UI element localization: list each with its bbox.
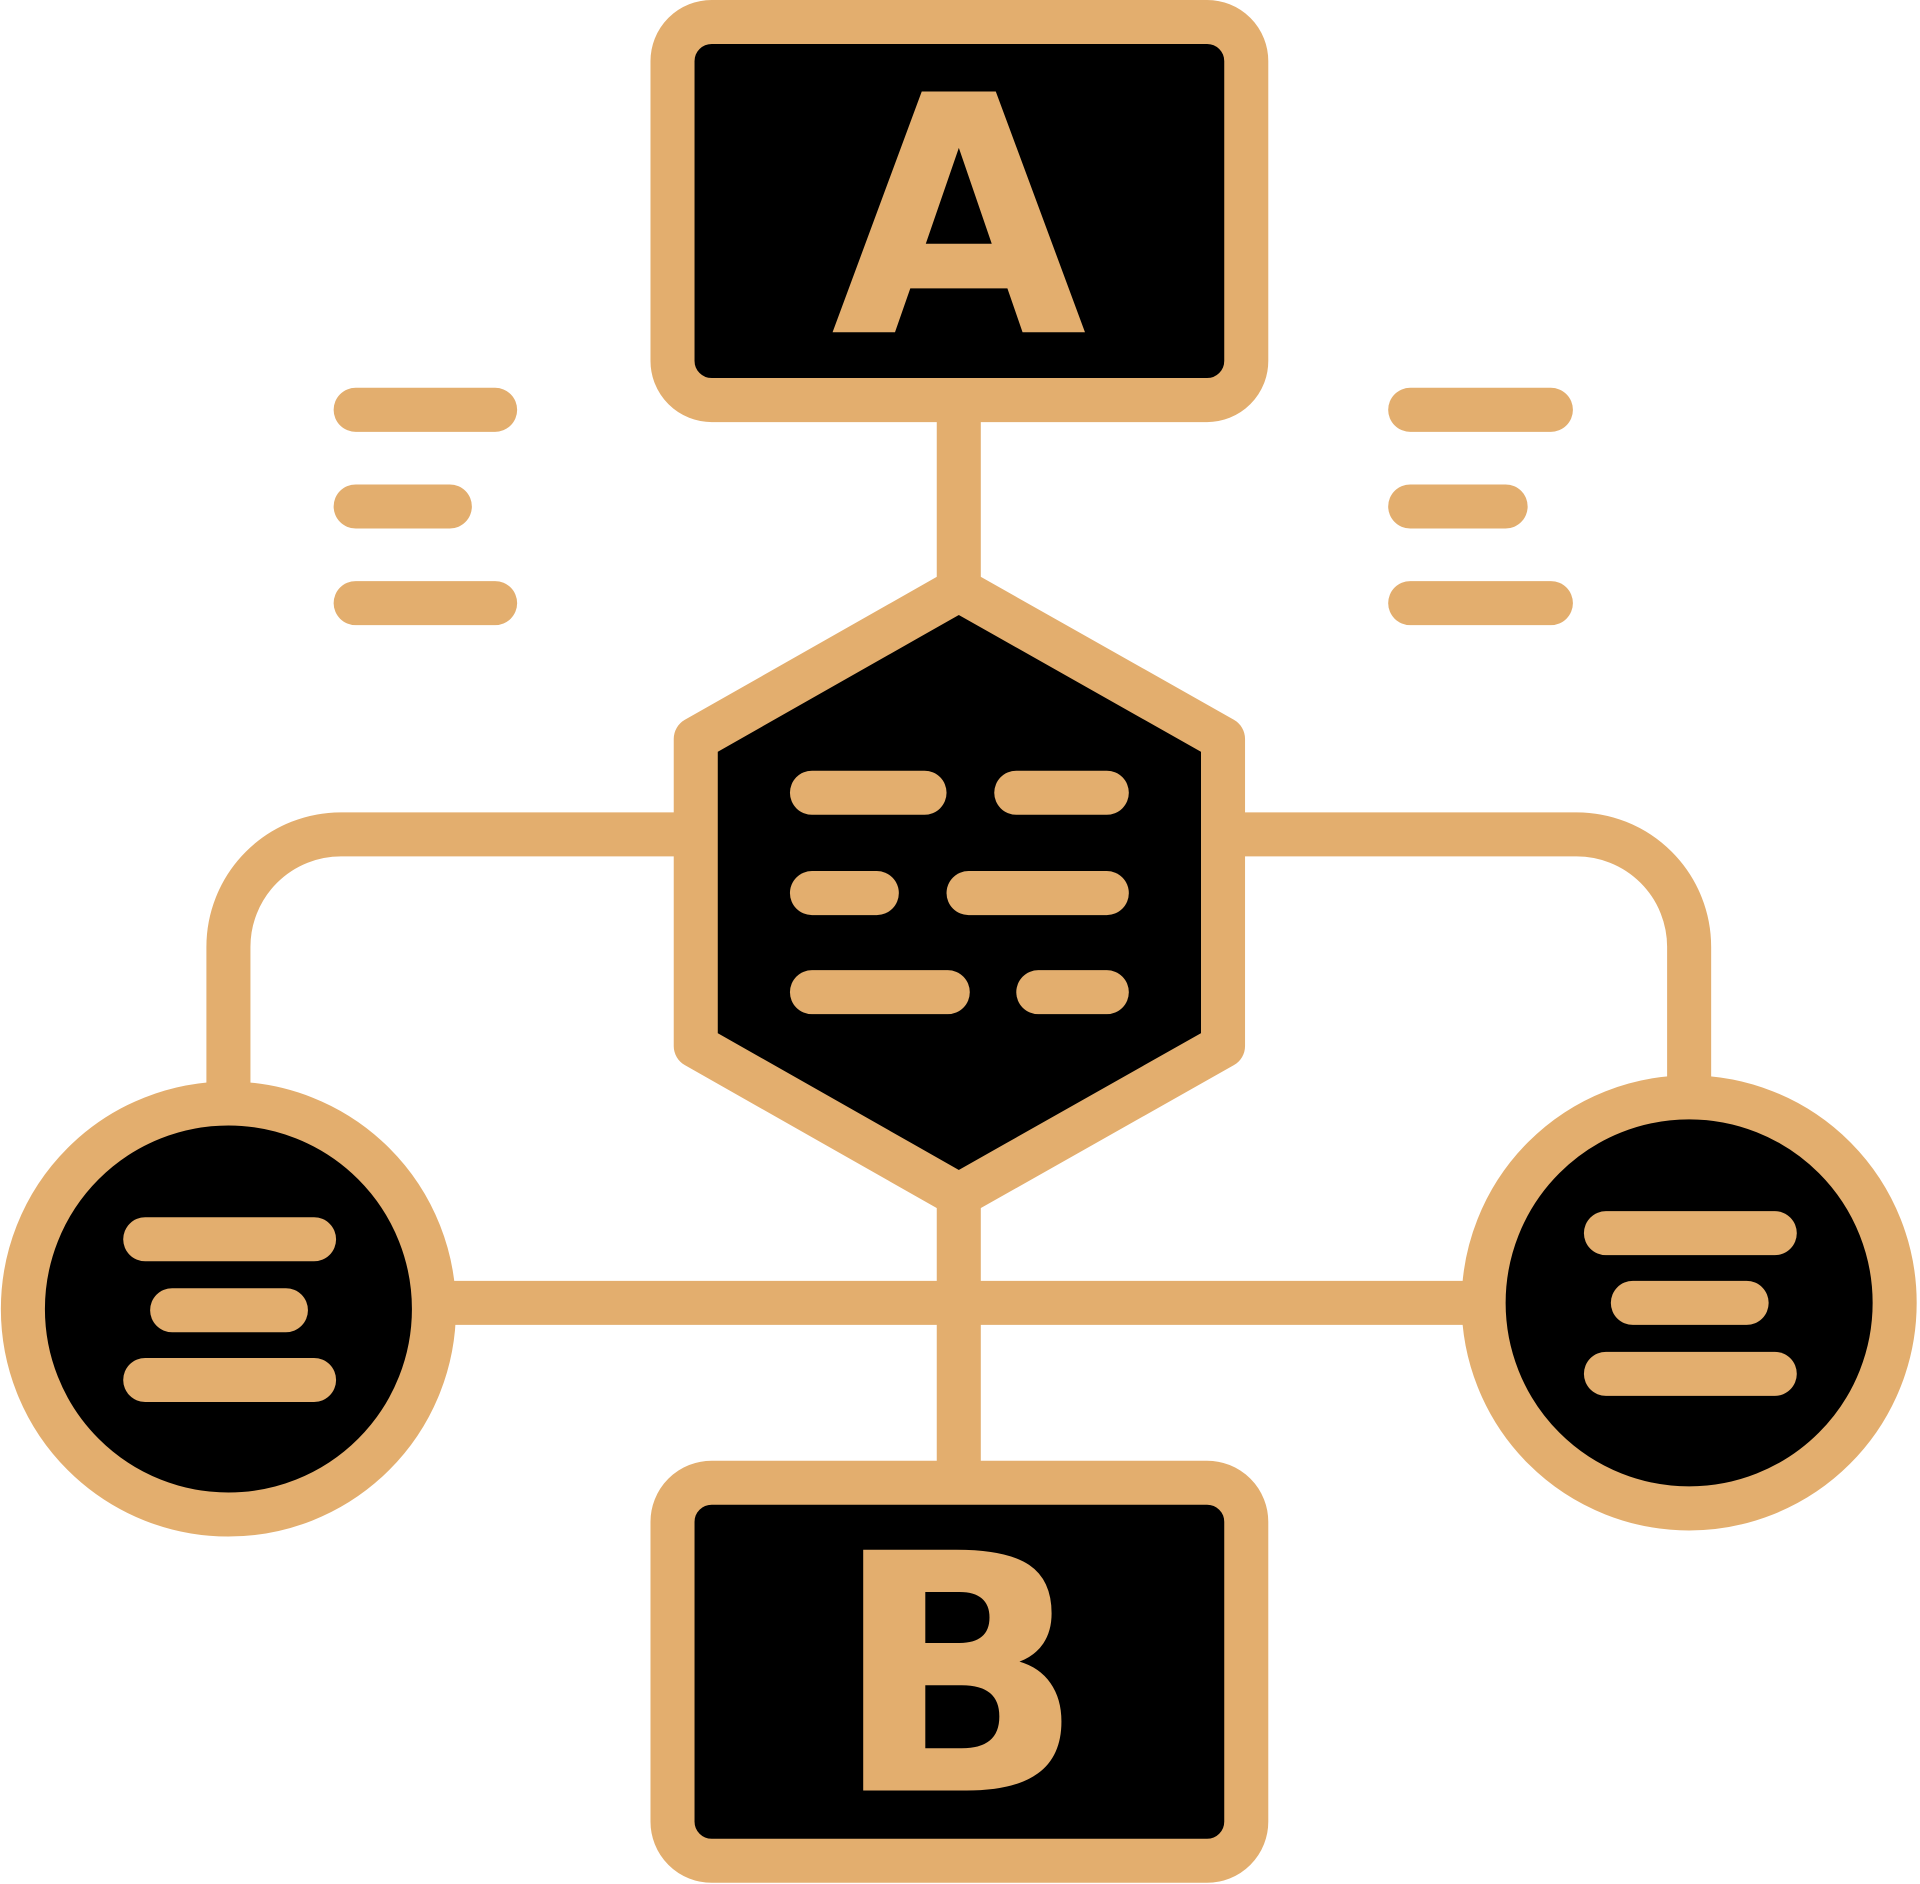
top-box-a: A (650, 0, 1269, 423)
bottom-box-label: B (833, 1484, 1085, 1869)
top-box-label: A (831, 25, 1089, 410)
right-circle-text-lines (1583, 1211, 1797, 1396)
connector-hexagon-to-right-circle (1223, 812, 1712, 1099)
hexagon-text-lines (789, 770, 1129, 1015)
top-box-frame (650, 0, 1269, 423)
right-circle-node (1461, 1075, 1917, 1531)
center-hexagon (673, 567, 1246, 1218)
bottom-box-b: B (650, 1460, 1269, 1883)
left-circle-node (0, 1081, 456, 1537)
left-circle-text-lines (123, 1217, 337, 1402)
connector-hexagon-to-left-circle (206, 812, 696, 1104)
left-text-lines (333, 387, 518, 626)
bottom-box-frame (650, 1460, 1269, 1883)
right-text-lines (1388, 387, 1573, 626)
connectors (206, 400, 1712, 1483)
